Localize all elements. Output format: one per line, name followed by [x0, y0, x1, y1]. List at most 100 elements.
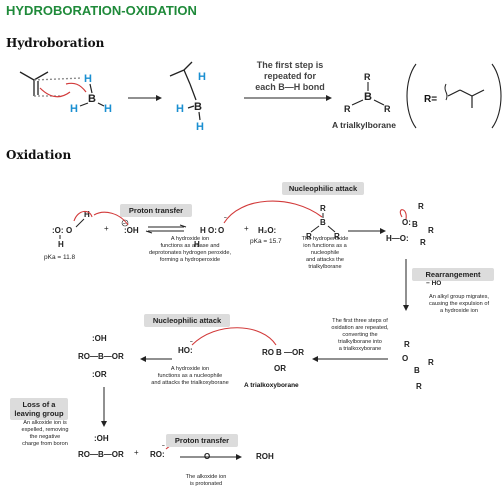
reaction-arrow-down-2 [101, 387, 107, 427]
oxidation-scheme: :O: O H H + :OH − H O: O − H [52, 200, 434, 461]
r-equals-label: R= [424, 94, 438, 105]
trialkylborane-label: A trialkylborane [332, 120, 396, 130]
badge-proton-transfer-1: Proton transfer [120, 204, 192, 217]
svg-text:HO:: HO: [178, 346, 193, 355]
badge-nucleophilic-attack-1: Nucleophilic attack [282, 182, 364, 195]
svg-text:RO:: RO: [150, 450, 165, 459]
note-hydroxide-nucleophile: A hydroxide ion functions as a nucleophi… [151, 366, 229, 386]
repeat-note: The first step is repeated for each B—H … [255, 60, 325, 92]
section-heading-oxidation: Oxidation [6, 148, 72, 162]
r-group-definition [406, 63, 502, 129]
svg-text:H: H [200, 226, 206, 235]
svg-text:B: B [320, 218, 326, 227]
svg-text:RO—B—OR: RO—B—OR [78, 450, 124, 459]
reaction-arrow-left-1 [312, 356, 388, 362]
svg-text:R: R [428, 226, 434, 235]
svg-text:R: R [364, 72, 371, 82]
reaction-arrow-2 [244, 95, 332, 101]
reaction-arrow-3 [348, 228, 386, 234]
section-heading-hydroboration: Hydroboration [6, 36, 105, 50]
curved-arrow-migration [399, 209, 407, 220]
badge-loss-leaving-group: Loss of a leaving group [10, 398, 68, 420]
svg-text:−: − [190, 339, 193, 345]
svg-text:O:: O: [402, 218, 411, 227]
svg-text:O: O [218, 226, 224, 235]
svg-text:H: H [84, 73, 92, 85]
borane-structure: H B H H [70, 73, 112, 115]
trialkylborane-structure: R B R R [344, 72, 391, 114]
svg-text:R: R [404, 340, 410, 349]
svg-text:R: R [306, 232, 312, 241]
curved-arrow-to-boron [223, 200, 323, 224]
hydroboration-scheme: H B H H H B H H [19, 61, 502, 133]
svg-text:R: R [384, 104, 391, 114]
note-alkoxide-expelled: An alkoxide ion is expelled, removing th… [21, 420, 69, 447]
curved-arrow-proton-1 [73, 210, 93, 222]
svg-text:B: B [276, 348, 282, 357]
alcohol-product: ROH [256, 452, 274, 461]
svg-text:H: H [196, 121, 204, 133]
alkene-structure [19, 71, 83, 97]
page-title: HYDROBORATION-OXIDATION [6, 3, 197, 18]
svg-text:H₂O:: H₂O: [258, 226, 276, 235]
svg-text:R: R [416, 382, 422, 391]
curved-arrow-pi-bond [39, 87, 71, 98]
trialkoxyborane-label: A trialkoxyborane [244, 382, 299, 389]
alkoxyborane-structure: R O B R R [402, 340, 434, 391]
svg-text:R: R [420, 238, 426, 247]
hydroxide-ion-label: − HO [426, 280, 442, 287]
equilibrium-arrow-1 [145, 224, 187, 234]
svg-text:O: O [66, 226, 72, 235]
svg-text:−: − [224, 215, 227, 221]
note-hydroxide-base: A hydroxide ion functions as a base and … [148, 236, 232, 263]
svg-text:R: R [334, 232, 340, 241]
svg-text:−: − [162, 443, 165, 449]
trialkoxyborane-structure: RO B —OR OR [262, 348, 304, 373]
svg-text:+: + [134, 448, 139, 457]
svg-text:+: + [104, 224, 109, 233]
svg-text:H: H [104, 103, 112, 115]
note-alkoxide-protonated: The alkoxide ion is protonated [185, 474, 227, 487]
svg-text:—OR: —OR [284, 348, 304, 357]
svg-text:B: B [412, 220, 418, 229]
curved-arrow-bh [65, 82, 87, 93]
hydroxide-structure-2: HO: − [178, 339, 193, 355]
svg-text:H: H [198, 71, 206, 83]
hydrogen-peroxide-structure: :O: O H H [52, 210, 90, 249]
svg-text::OH: :OH [94, 434, 109, 443]
curved-arrow-oh-attack [93, 211, 129, 226]
svg-text:O:: O: [208, 226, 217, 235]
boronic-ester-structure: :OH RO—B—OR [78, 434, 124, 459]
svg-text:B: B [194, 101, 202, 113]
svg-text:R: R [320, 204, 326, 213]
svg-text::OH: :OH [92, 334, 107, 343]
svg-text:R: R [428, 358, 434, 367]
badge-rearrangement: Rearrangement [412, 268, 494, 281]
svg-text:H: H [58, 240, 64, 249]
svg-text::OH: :OH [124, 226, 139, 235]
reaction-arrow-down-1 [403, 259, 409, 311]
borate-complex-structure: :OH RO—B—OR :OR [78, 334, 124, 379]
badge-proton-transfer-2: Proton transfer [166, 434, 238, 447]
svg-text:H: H [70, 103, 78, 115]
boronate-complex-structure: R B R O: H—O: R [386, 202, 434, 247]
svg-text::OR: :OR [92, 370, 107, 379]
svg-text:R: R [344, 104, 351, 114]
pka-label-right: pKa = 15.7 [250, 238, 282, 245]
svg-text:B: B [364, 91, 372, 103]
reaction-arrow-1 [128, 95, 162, 101]
svg-text:H: H [176, 103, 184, 115]
svg-text:OR: OR [274, 364, 286, 373]
hydroxide-structure-1: :OH − [121, 219, 139, 235]
note-hydroperoxide-nucleophile: The hydroperoxide ion functions as a nuc… [301, 236, 349, 270]
hydroperoxide-structure: H O: O − H [194, 215, 227, 249]
reaction-arrow-left-2 [140, 356, 172, 362]
badge-nucleophilic-attack-2: Nucleophilic attack [144, 314, 230, 327]
curved-arrow-oh-to-boron [191, 327, 277, 346]
svg-text:B: B [88, 93, 96, 105]
svg-text:B: B [414, 366, 420, 375]
svg-text:RO—B—OR: RO—B—OR [78, 352, 124, 361]
note-alkyl-migrates: An alkyl group migrates, causing the exp… [428, 294, 490, 314]
svg-text:RO: RO [262, 348, 274, 357]
